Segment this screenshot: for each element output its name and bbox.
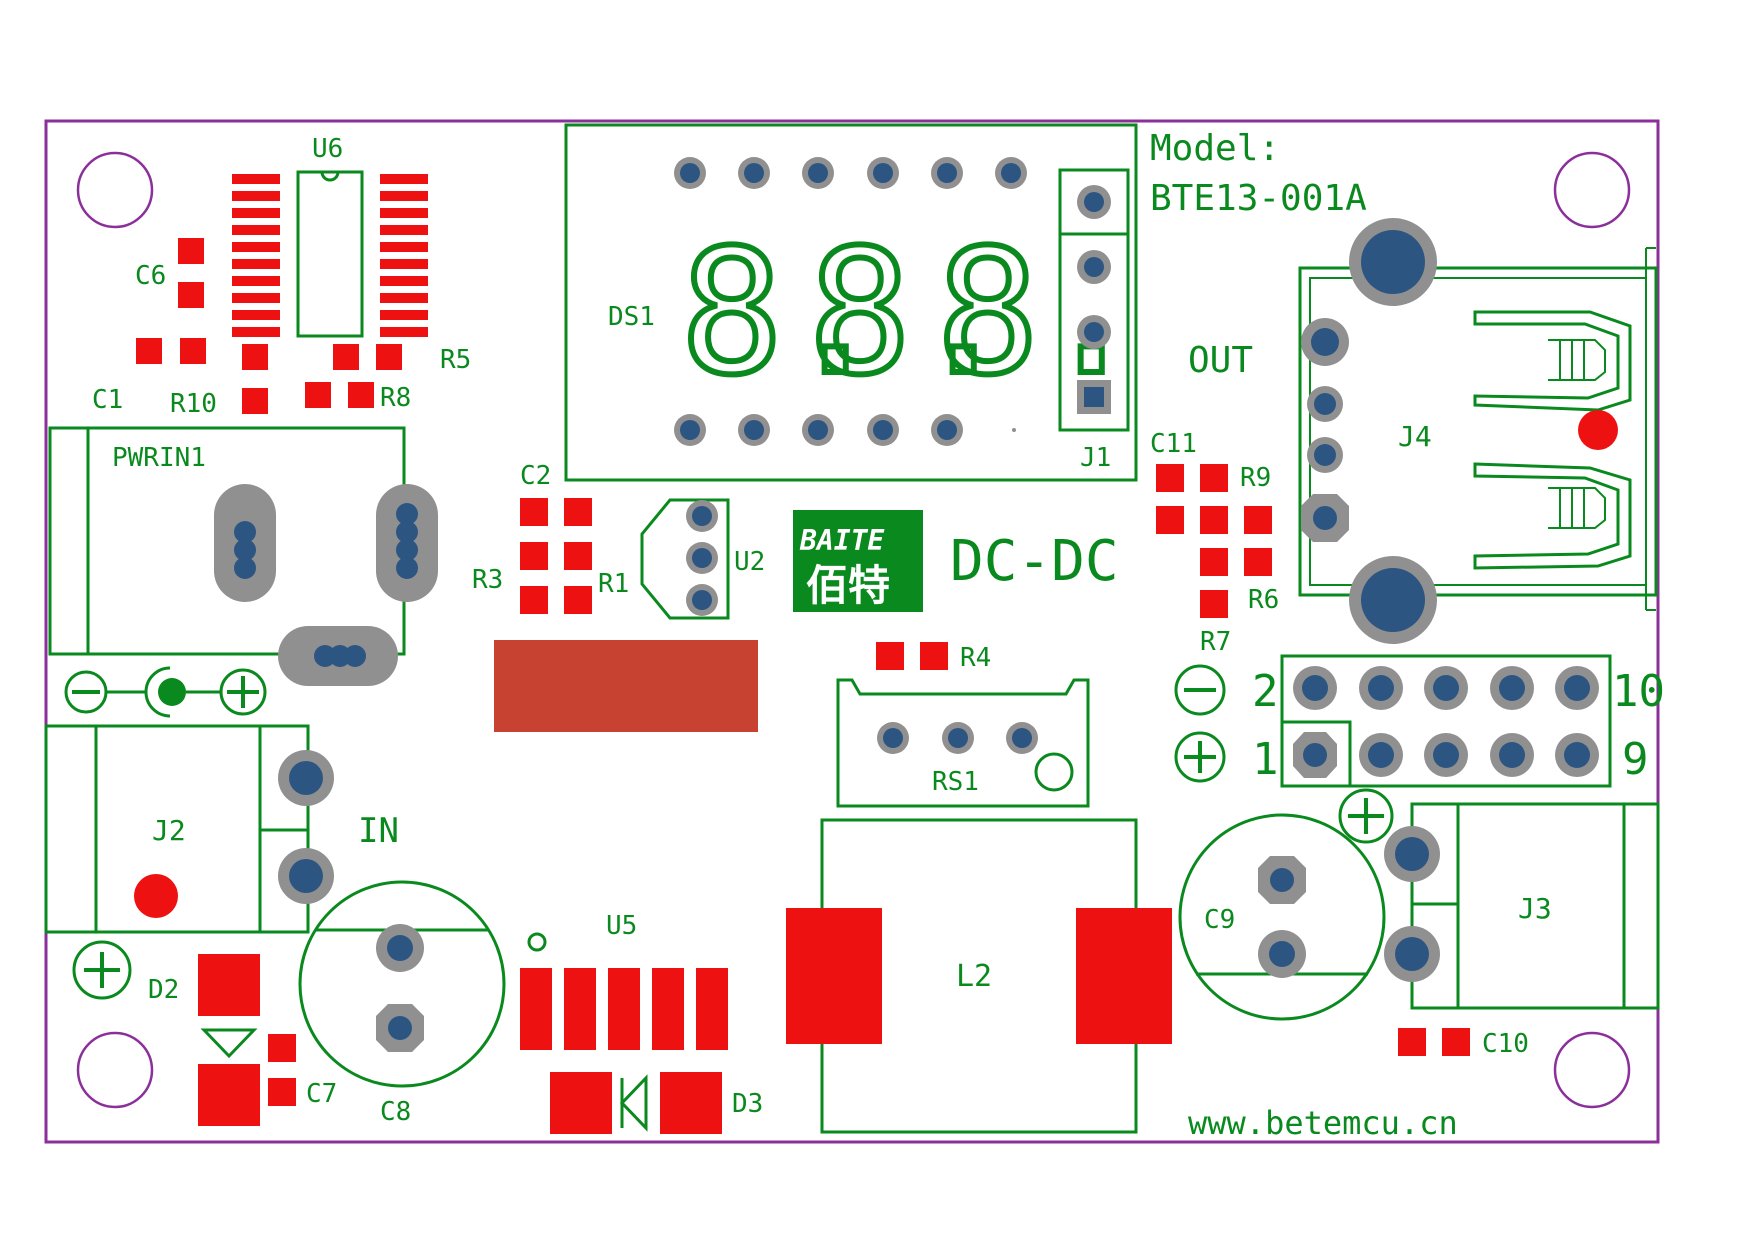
baite-logo: BAITE 佰特 — [793, 510, 923, 612]
label-r8: R8 — [380, 383, 411, 413]
model-value: BTE13-001A — [1150, 178, 1367, 219]
label-c10: C10 — [1482, 1029, 1529, 1059]
in-label: IN — [358, 811, 399, 851]
ten-pin-header: 2 10 1 9 — [1174, 654, 1665, 788]
label-j1: J1 — [1080, 443, 1111, 473]
label-d3: D3 — [732, 1089, 763, 1119]
pads-center-left — [520, 498, 592, 614]
j1-header: J1 — [1058, 168, 1130, 473]
pin-label-2: 2 — [1252, 666, 1279, 717]
plus-symbol-j2 — [72, 940, 132, 1000]
label-d2: D2 — [148, 975, 179, 1005]
ds1-display: 8. 8. 8. DS1 — [564, 123, 1146, 482]
label-r1: R1 — [598, 569, 629, 599]
pads-c10 — [1398, 1028, 1470, 1056]
seven-segment-digit-1: 8. — [680, 212, 887, 413]
j3-terminal: J3 — [1384, 802, 1660, 1010]
j4-usb-connector: J4 — [1298, 218, 1658, 644]
label-u6: U6 — [312, 134, 343, 164]
label-c1: C1 — [92, 385, 123, 415]
polarity-symbol — [64, 666, 267, 718]
u2-regulator: U2 — [640, 498, 765, 620]
mounting-hole-top-left — [76, 151, 154, 229]
label-u2: U2 — [734, 547, 765, 577]
label-c8: C8 — [380, 1097, 411, 1127]
plus-symbol-j3 — [1338, 788, 1394, 844]
mounting-hole-top-right — [1553, 151, 1631, 229]
label-ds1: DS1 — [608, 302, 655, 332]
mounting-hole-bottom-right — [1553, 1031, 1631, 1109]
label-r6: R6 — [1248, 585, 1279, 615]
out-label: OUT — [1188, 340, 1253, 381]
mounting-hole-bottom-left — [76, 1031, 154, 1109]
label-c9: C9 — [1204, 905, 1235, 935]
pwrin1-jack: PWRIN1 — [48, 426, 438, 686]
pad-block-large — [494, 640, 758, 732]
logo-bottom-text: 佰特 — [806, 561, 890, 610]
website-label: www.betemcu.cn — [1188, 1104, 1458, 1142]
label-j4: J4 — [1398, 420, 1432, 453]
pads-right-cluster — [1156, 464, 1272, 618]
dcdc-label: DC-DC — [950, 529, 1119, 594]
l2-inductor: L2 — [786, 818, 1172, 1134]
pads-r4 — [876, 642, 948, 670]
d2-diode: D2 C7 — [148, 954, 337, 1126]
label-c6: C6 — [135, 261, 166, 291]
label-r10: R10 — [170, 389, 217, 419]
label-j2: J2 — [152, 814, 186, 847]
j2-terminal: J2 — [44, 724, 334, 934]
label-l2: L2 — [956, 959, 992, 994]
label-c11: C11 — [1150, 429, 1197, 459]
label-pwrin1: PWRIN1 — [112, 443, 206, 473]
seven-segment-digit-2: 8. — [808, 212, 1015, 413]
rs1-potentiometer: RS1 — [836, 678, 1090, 808]
label-r7: R7 — [1200, 627, 1231, 657]
label-c2: C2 — [520, 461, 551, 491]
label-r3: R3 — [472, 565, 503, 595]
model-label: Model: — [1150, 128, 1280, 169]
label-j3: J3 — [1518, 892, 1552, 925]
pads-top-left — [136, 238, 402, 414]
seven-segment-digit-3: 8. — [936, 212, 1143, 413]
label-c7: C7 — [306, 1079, 337, 1109]
logo-top-text: BAITE — [799, 524, 885, 557]
label-r4: R4 — [960, 643, 991, 673]
u6-component: U6 — [232, 134, 428, 338]
pin-label-1: 1 — [1252, 734, 1279, 785]
c9-capacitor: C9 — [1178, 813, 1386, 1021]
pin-label-10: 10 — [1612, 666, 1665, 717]
label-r5: R5 — [440, 345, 471, 375]
label-rs1: RS1 — [932, 767, 979, 797]
c8-capacitor: C8 — [298, 880, 506, 1127]
pin-label-9: 9 — [1622, 734, 1649, 785]
d3-diode: D3 — [550, 1072, 763, 1134]
u5-regulator: U5 — [520, 911, 728, 1050]
label-r9: R9 — [1240, 463, 1271, 493]
label-u5: U5 — [606, 911, 637, 941]
